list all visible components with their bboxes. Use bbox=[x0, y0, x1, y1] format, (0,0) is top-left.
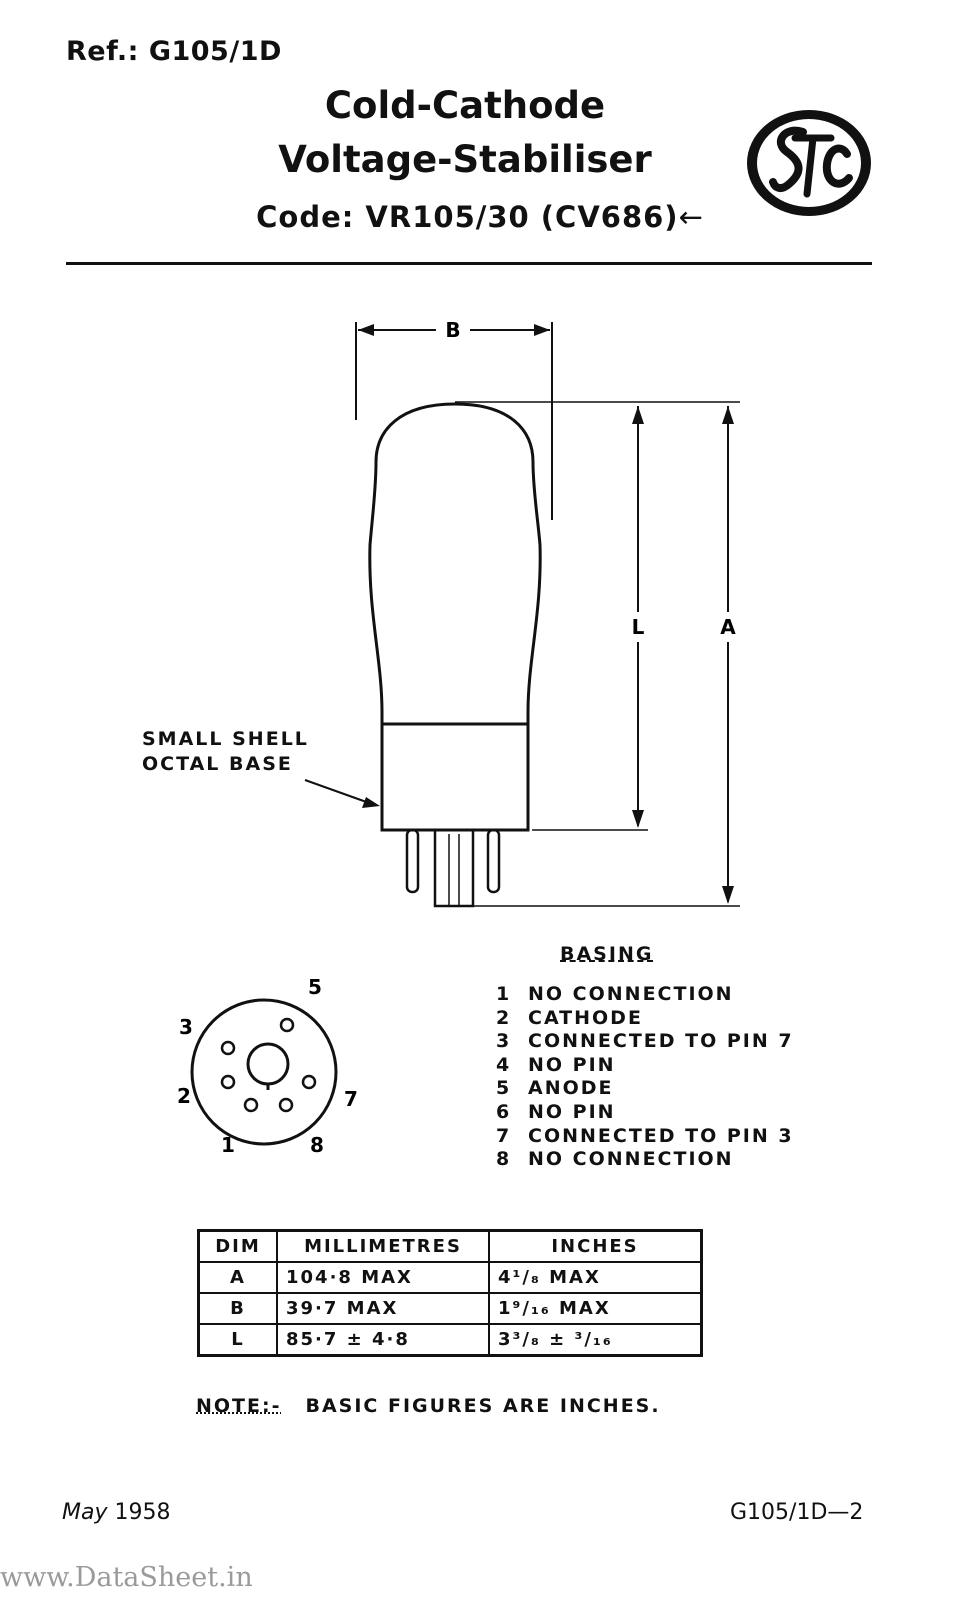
pin-right bbox=[486, 828, 501, 894]
dim-a-label: A bbox=[720, 615, 736, 639]
base-label-line-1: SMALL SHELL bbox=[142, 728, 309, 750]
dimensions-table: DIM MILLIMETRES INCHES A 104·8 MAX 4¹/₈ … bbox=[197, 1229, 703, 1357]
header-divider bbox=[66, 262, 872, 265]
base-label-line-2: OCTAL BASE bbox=[142, 753, 293, 775]
note-text: BASIC FIGURES ARE INCHES. bbox=[305, 1395, 661, 1417]
header-dim: DIM bbox=[197, 1229, 278, 1263]
issue-year: 1958 bbox=[114, 1500, 171, 1525]
pin-label-2: 2 bbox=[177, 1084, 191, 1108]
code-text: Code: VR105/30 (CV686) bbox=[256, 200, 679, 234]
pin-left bbox=[405, 828, 420, 894]
pin-label-1: 1 bbox=[221, 1133, 235, 1157]
table-cell: 39·7 MAX bbox=[276, 1292, 490, 1325]
dim-b-label: B bbox=[445, 318, 460, 342]
table-cell: A bbox=[197, 1261, 278, 1294]
title-line-1: Cold-Cathode bbox=[324, 84, 606, 127]
octal-base bbox=[380, 722, 530, 832]
pin-label-5: 5 bbox=[308, 975, 322, 999]
note: NOTE:- BASIC FIGURES ARE INCHES. bbox=[196, 1395, 661, 1417]
table-cell: 1⁹/₁₆ MAX bbox=[488, 1292, 703, 1325]
pin-label-7: 7 bbox=[344, 1087, 358, 1111]
table-row: A 104·8 MAX 4¹/₈ MAX bbox=[197, 1261, 703, 1294]
table-cell: 4¹/₈ MAX bbox=[488, 1261, 703, 1294]
table-row: B 39·7 MAX 1⁹/₁₆ MAX bbox=[197, 1292, 703, 1325]
title-line-2: Voltage-Stabiliser bbox=[278, 138, 652, 181]
header-inches: INCHES bbox=[488, 1229, 703, 1263]
table-row: L 85·7 ± 4·8 3³/₈ ± ³/₁₆ bbox=[197, 1323, 703, 1357]
dimension-b bbox=[355, 322, 553, 520]
table-cell: 3³/₈ ± ³/₁₆ bbox=[488, 1323, 703, 1357]
pin-label-3: 3 bbox=[179, 1015, 193, 1039]
bulb-outline bbox=[368, 402, 542, 724]
base-spigot bbox=[433, 828, 475, 908]
stc-logo-seal bbox=[747, 110, 871, 216]
table-cell: L bbox=[197, 1323, 278, 1357]
note-label: NOTE:- bbox=[196, 1395, 282, 1417]
table-cell: 85·7 ± 4·8 bbox=[276, 1323, 490, 1357]
header-millimetres: MILLIMETRES bbox=[276, 1229, 490, 1263]
table-cell: 104·8 MAX bbox=[276, 1261, 490, 1294]
pin-view-diagram: 1 2 3 5 7 8 bbox=[177, 975, 358, 1157]
valve-outline-drawing: B L A bbox=[304, 318, 740, 908]
basing-title: BASING bbox=[560, 943, 654, 965]
ref-number: Ref.: G105/1D bbox=[66, 36, 282, 67]
issue-month: May bbox=[62, 1500, 108, 1525]
page-reference: G105/1D—2 bbox=[730, 1500, 864, 1525]
table-cell: B bbox=[197, 1292, 278, 1325]
code-line: Code: VR105/30 (CV686)← bbox=[0, 200, 959, 234]
table-header-row: DIM MILLIMETRES INCHES bbox=[197, 1229, 703, 1263]
issue-date: May 1958 bbox=[62, 1500, 170, 1525]
base-type-label: SMALL SHELL OCTAL BASE bbox=[142, 727, 309, 777]
pin-label-8: 8 bbox=[310, 1133, 324, 1157]
watermark: www.DataSheet.in bbox=[0, 1562, 253, 1593]
code-arrow: ← bbox=[678, 200, 704, 234]
dim-l-label: L bbox=[632, 615, 645, 639]
